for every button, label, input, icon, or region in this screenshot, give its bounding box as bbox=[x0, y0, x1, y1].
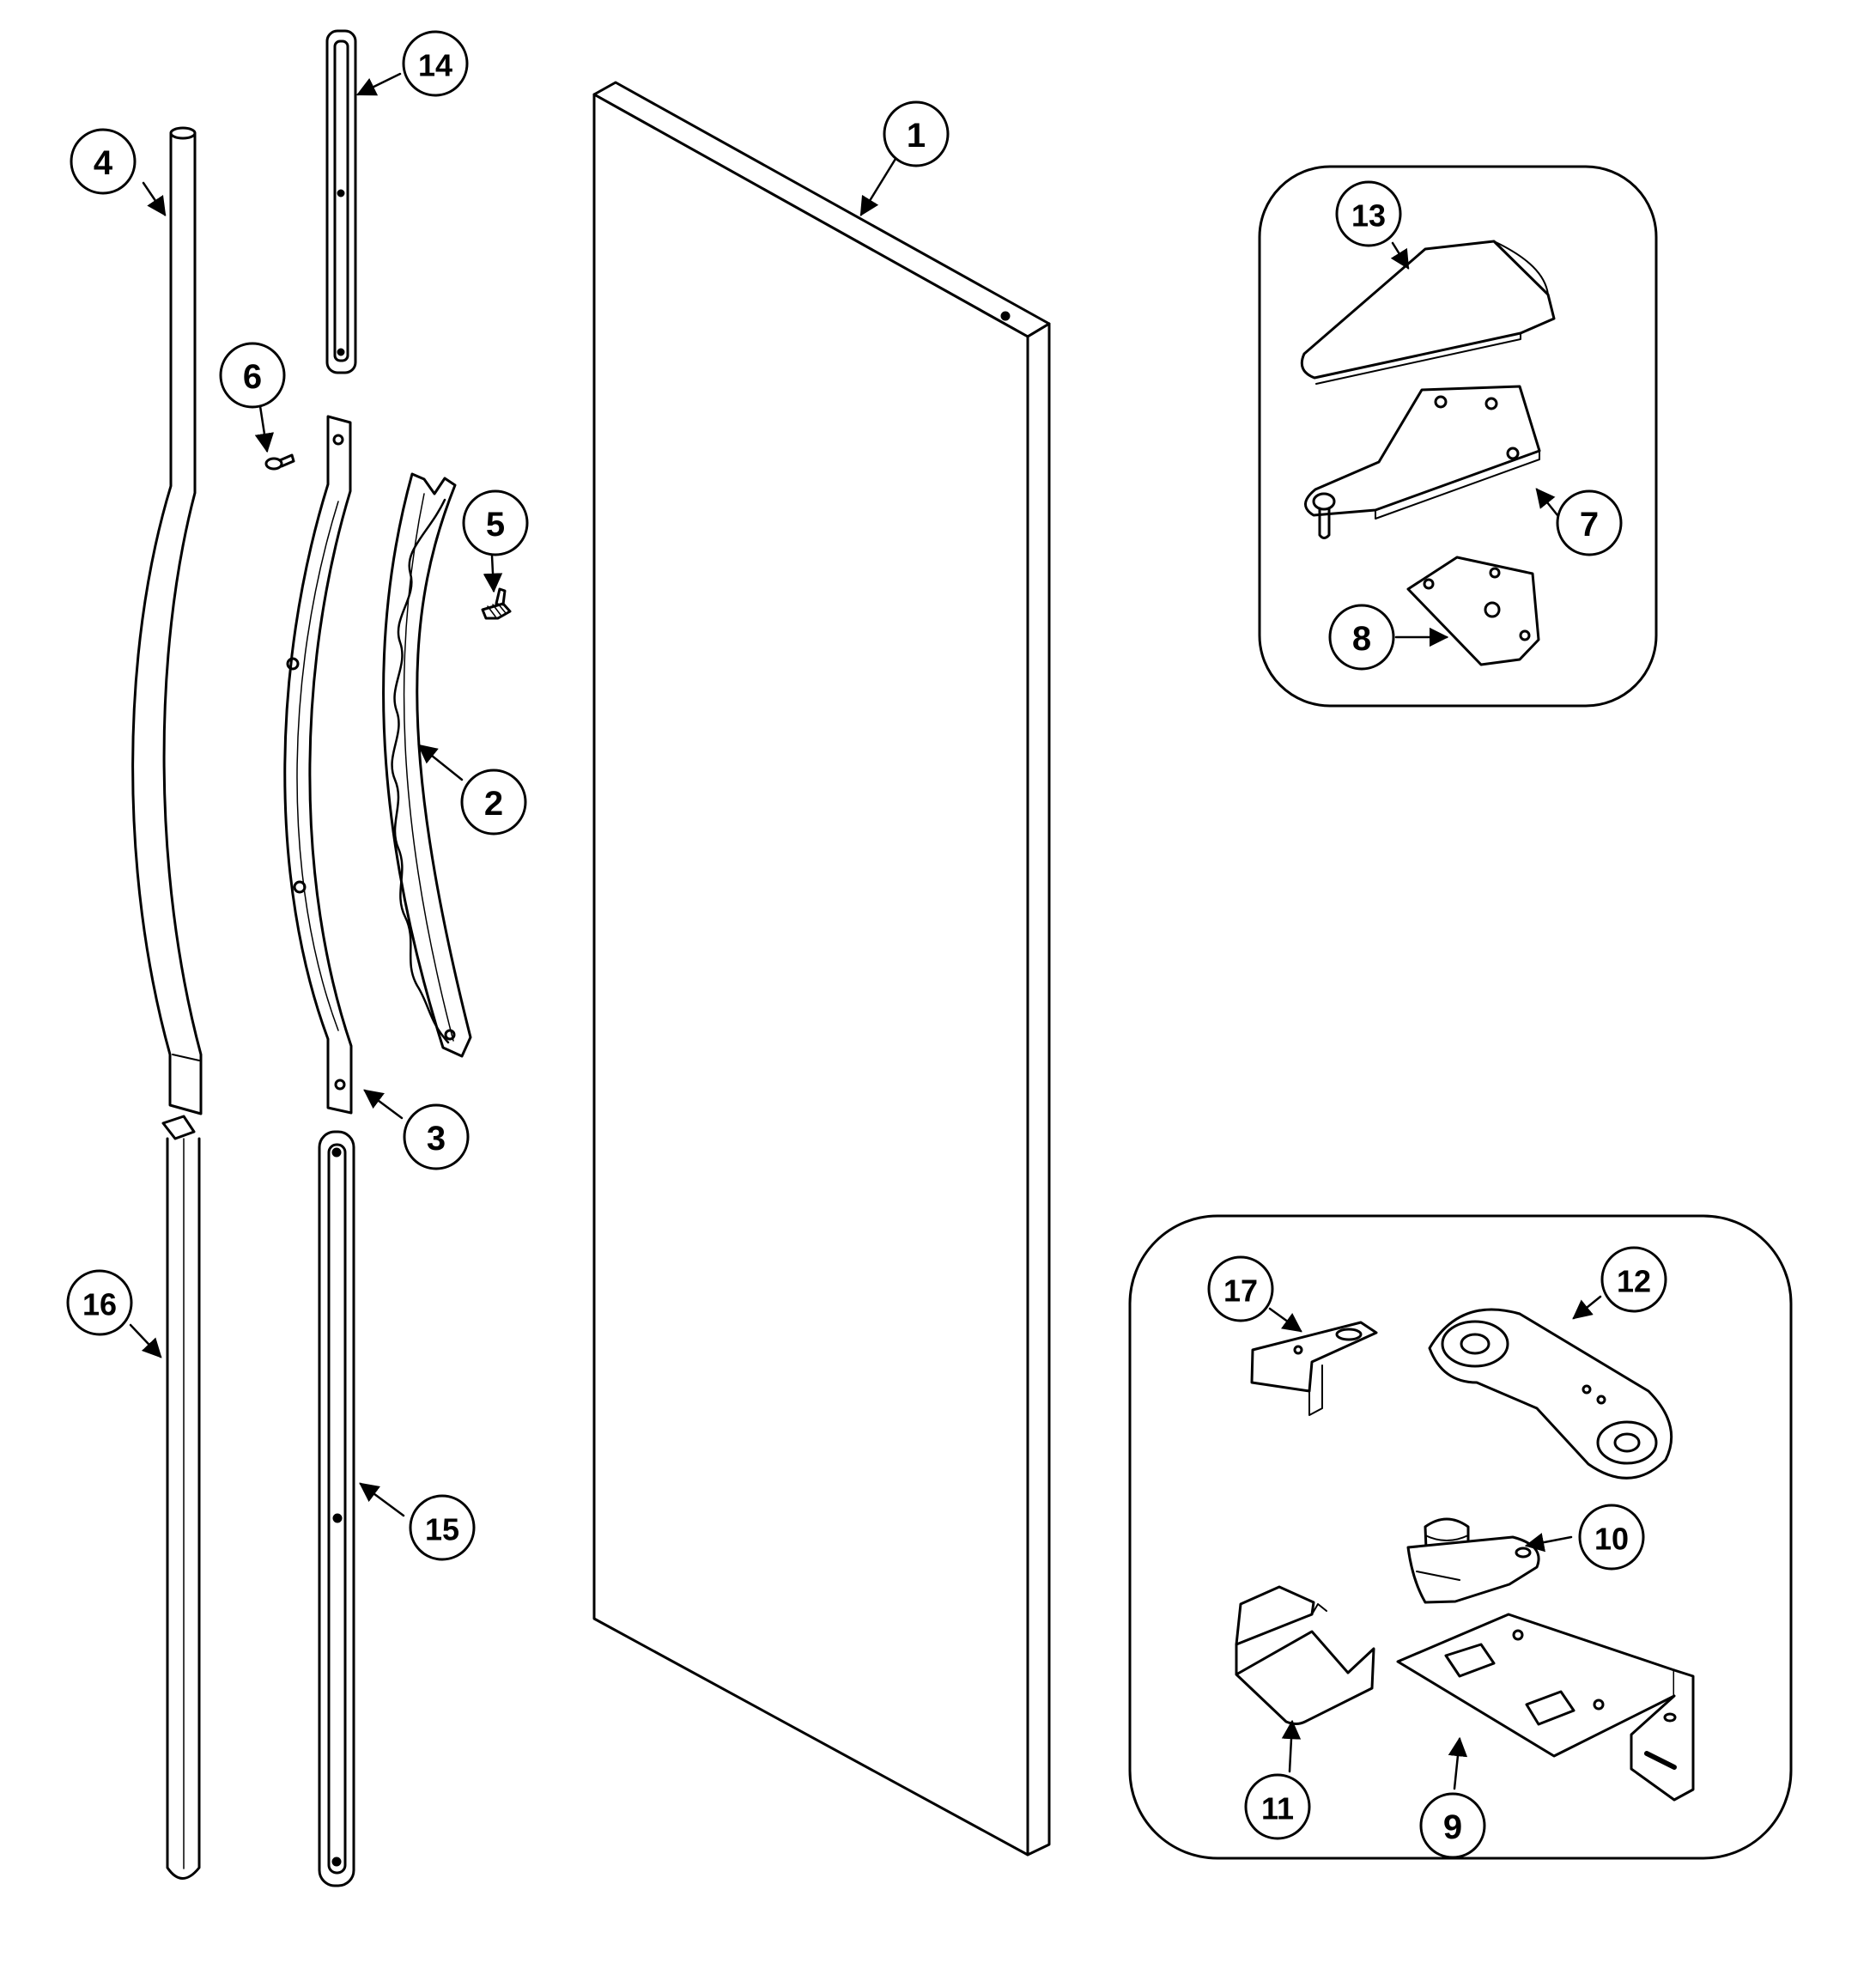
hinge-bushing-plate-part bbox=[1428, 1308, 1673, 1480]
callout-10-circle bbox=[1578, 1504, 1645, 1571]
door-panel-part bbox=[592, 81, 1051, 1857]
handle-insert-part bbox=[382, 472, 472, 1058]
callout-12-circle bbox=[1600, 1246, 1667, 1313]
callout-14-circle bbox=[402, 30, 469, 97]
callout-circles bbox=[66, 30, 1667, 1859]
callout-12-label: 12 bbox=[1617, 1264, 1651, 1299]
upper-trim-strip-part bbox=[325, 29, 357, 374]
callout-11-circle bbox=[1244, 1773, 1311, 1840]
callout-4-label: 4 bbox=[94, 144, 113, 182]
callout-3-label: 3 bbox=[427, 1120, 446, 1158]
hinge-pin-part bbox=[1406, 1517, 1540, 1604]
callout-1-circle bbox=[883, 100, 950, 167]
callout-5-circle bbox=[462, 489, 529, 556]
callout-9-label: 9 bbox=[1443, 1808, 1462, 1846]
callout-9-circle bbox=[1419, 1792, 1486, 1859]
callout-5-label: 5 bbox=[486, 506, 505, 544]
callout-8-circle bbox=[1328, 604, 1395, 671]
callout-16-label: 16 bbox=[82, 1287, 117, 1322]
callout-7-circle bbox=[1556, 489, 1623, 556]
handle-bracket-part bbox=[283, 415, 353, 1115]
callout-17-circle bbox=[1207, 1255, 1274, 1322]
callout-15-label: 15 bbox=[425, 1512, 459, 1547]
upper-hinge-group-frame bbox=[1258, 165, 1658, 708]
callout-10-label: 10 bbox=[1594, 1522, 1629, 1557]
upper-handle-tube-part bbox=[131, 126, 203, 1115]
callout-17-label: 17 bbox=[1223, 1273, 1258, 1309]
lower-handle-tube-part bbox=[161, 1115, 201, 1880]
callout-11-label: 11 bbox=[1261, 1791, 1294, 1826]
leader-arrows bbox=[129, 72, 1602, 1790]
top-hinge-part bbox=[1304, 385, 1541, 539]
bottom-hinge-bracket-part bbox=[1396, 1613, 1695, 1802]
callout-16-circle bbox=[66, 1269, 133, 1336]
screw-6-part bbox=[264, 453, 295, 471]
callout-2-circle bbox=[460, 769, 527, 836]
callout-1-label: 1 bbox=[907, 117, 926, 155]
hinge-shim-plate-part bbox=[1406, 556, 1540, 666]
callout-13-label: 13 bbox=[1351, 198, 1386, 234]
bottom-hinge-cover-part bbox=[1235, 1585, 1375, 1725]
callout-15-circle bbox=[409, 1494, 476, 1561]
callout-8-label: 8 bbox=[1352, 620, 1371, 658]
callout-13-circle bbox=[1335, 180, 1402, 247]
callout-2-label: 2 bbox=[484, 785, 503, 823]
small-bracket-part bbox=[1250, 1321, 1378, 1416]
lower-hinge-group-frame bbox=[1128, 1214, 1793, 1860]
callout-7-label: 7 bbox=[1580, 506, 1599, 544]
screw-5-part bbox=[481, 587, 512, 620]
hinge-cover-part bbox=[1300, 240, 1556, 385]
callout-6-label: 6 bbox=[243, 358, 262, 396]
callout-6-circle bbox=[219, 342, 286, 409]
callout-3-circle bbox=[403, 1103, 470, 1170]
callout-14-label: 14 bbox=[418, 48, 452, 83]
callout-4-circle bbox=[70, 128, 137, 195]
lower-trim-strip-part bbox=[318, 1130, 355, 1887]
